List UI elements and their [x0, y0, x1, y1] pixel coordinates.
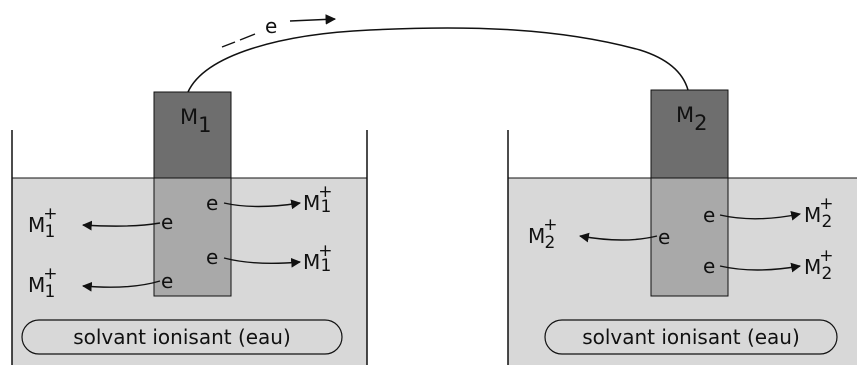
right-ion-arrow-2 [719, 210, 801, 221]
left-ion-3: M+1 [303, 182, 333, 217]
left-ion-2-sub: 1 [45, 282, 56, 302]
right-ion-2-base: M [804, 203, 821, 227]
left-ion-1-sub: 1 [45, 222, 56, 242]
left-ion-arrow-3 [223, 199, 301, 210]
left-ion-4-sub: 1 [321, 256, 332, 276]
right-ion-3-sup: + [819, 246, 833, 266]
left-ion-4: M+1 [303, 241, 333, 276]
right-electron-3: e [703, 254, 715, 278]
right-solvent-label-frame [544, 319, 838, 355]
left-ion-arrow-1 [82, 220, 161, 231]
right-electron-1: e [658, 225, 670, 249]
right-ion-1-sub: 2 [545, 233, 556, 253]
external-circuit: e [187, 14, 689, 93]
right-ion-2: M+2 [804, 194, 834, 232]
left-ion-3-sub: 1 [321, 197, 332, 217]
right-ion-1: M+2 [528, 215, 558, 253]
left-electron-3: e [206, 191, 218, 215]
left-ion-1-sup: + [43, 204, 57, 224]
right-electrode-index: 2 [694, 111, 707, 135]
right-ion-1-sup: + [543, 215, 557, 235]
right-ion-2-sup: + [819, 194, 833, 214]
left-solvent-label-frame [21, 319, 343, 355]
wire-electron-arrow [289, 14, 337, 25]
right-electrode-symbol: M [676, 103, 694, 127]
left-ion-4-sup: + [318, 241, 332, 261]
left-beaker [11, 130, 368, 365]
connecting-wire [187, 27, 689, 93]
wire-electron-dash-1 [221, 41, 236, 48]
right-electrode-upper [650, 89, 729, 179]
left-electrode-symbol: M [180, 105, 198, 129]
left-electrode-index: 1 [198, 113, 211, 137]
right-ion-1-base: M [528, 224, 545, 248]
left-ion-3-base: M [303, 191, 320, 215]
left-cell: M1 e M+1 e M+1 e M+1 e M+1 solvant ionis… [11, 91, 368, 365]
left-ion-1: M+1 [28, 204, 58, 242]
wire-electron-label: e [265, 14, 277, 38]
left-electron-4: e [206, 245, 218, 269]
left-ion-4-base: M [303, 250, 320, 274]
right-cell: M2 e M+2 e M+2 e M+2 solvant ionisant (e… [507, 89, 857, 365]
wire-electron-dash-2 [239, 33, 256, 41]
right-solvent-label: solvant ionisant (eau) [582, 325, 800, 349]
left-ion-arrow-4 [223, 257, 301, 268]
right-ion-2-sub: 2 [822, 212, 833, 232]
right-electron-2: e [703, 203, 715, 227]
left-electron-2: e [161, 269, 173, 293]
left-ion-arrow-2 [82, 280, 161, 292]
right-ion-3: M+2 [804, 246, 834, 284]
left-ion-3-sup: + [318, 182, 332, 202]
left-ion-1-base: M [28, 213, 45, 237]
left-ion-2-base: M [28, 273, 45, 297]
right-ion-3-sub: 2 [822, 264, 833, 284]
left-ion-2: M+1 [28, 264, 58, 302]
right-ion-3-base: M [804, 255, 821, 279]
left-electrode-label: M1 [180, 105, 212, 137]
right-ion-arrow-3 [719, 262, 801, 273]
left-electrode-lower [153, 177, 232, 297]
right-electrode-label: M2 [676, 103, 708, 135]
left-electron-1: e [161, 210, 173, 234]
right-ion-arrow-1 [579, 232, 658, 243]
left-ion-2-sup: + [43, 264, 57, 284]
left-solvent-label: solvant ionisant (eau) [73, 325, 291, 349]
